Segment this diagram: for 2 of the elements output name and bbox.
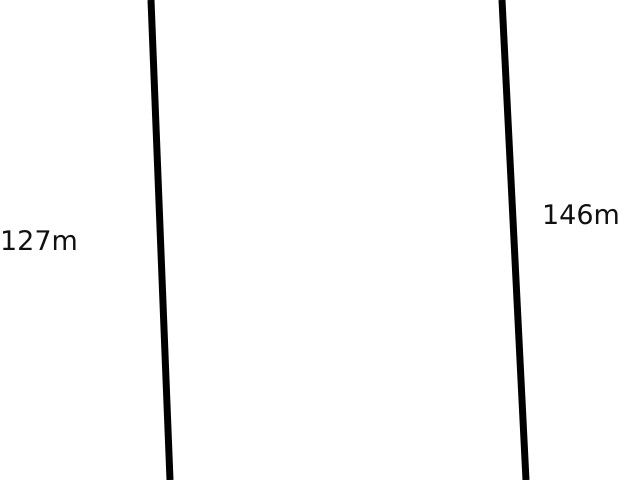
dimension-label: 127m <box>0 228 78 255</box>
dimension-label: 146m <box>542 202 620 229</box>
